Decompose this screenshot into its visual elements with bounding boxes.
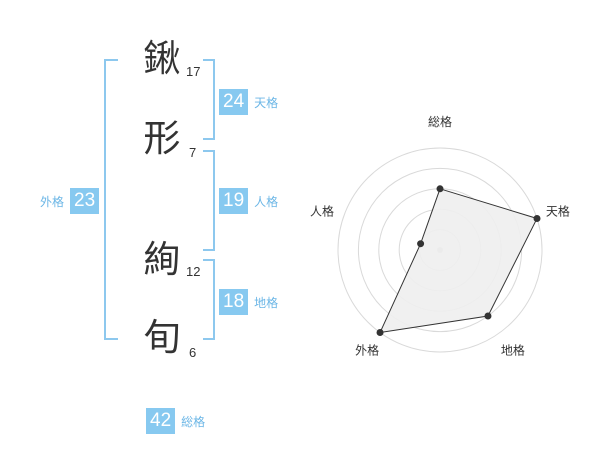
radar-axis-label-3: 外格	[355, 342, 379, 357]
radar-axis-label-2: 地格	[501, 342, 525, 357]
kanji-3: 絢	[143, 238, 181, 281]
chikaku-label: 地格	[254, 295, 279, 310]
kanji-1: 鍬	[143, 37, 181, 80]
gaikaku-bracket	[104, 59, 118, 340]
chikaku-bracket	[203, 259, 215, 340]
tenkaku-score: 24 天格	[219, 89, 278, 115]
stroke-count-1: 17	[186, 64, 201, 79]
chikaku-score: 18 地格	[219, 289, 278, 315]
kanji-2: 形	[143, 117, 181, 160]
stroke-count-2: 7	[189, 145, 197, 160]
chikaku-value: 18	[219, 289, 249, 315]
stroke-count-3: 12	[186, 264, 201, 279]
jinkaku-label: 人格	[254, 194, 279, 209]
radar-point-4	[417, 240, 425, 248]
gaikaku-score: 外格 23	[40, 188, 100, 214]
radar-axis-label-4: 人格	[310, 204, 334, 219]
tenkaku-value: 24	[219, 89, 249, 115]
soukaku-label: 総格	[181, 414, 206, 429]
tenkaku-bracket	[203, 59, 215, 140]
jinkaku-value: 19	[219, 188, 249, 214]
gaikaku-label: 外格	[40, 194, 65, 209]
gaikaku-value: 23	[70, 188, 100, 214]
radar-area	[379, 188, 538, 334]
tenkaku-label: 天格	[254, 95, 279, 110]
radar-axis-label-1: 天格	[546, 204, 570, 219]
radar-ring-5	[337, 147, 543, 353]
soukaku-score: 42 総格	[146, 408, 205, 434]
jinkaku-score: 19 人格	[219, 188, 278, 214]
soukaku-value: 42	[146, 408, 176, 434]
jinkaku-bracket	[203, 150, 215, 251]
radar-point-3	[376, 329, 384, 337]
kanji-4: 旬	[143, 316, 181, 359]
radar-points	[376, 185, 541, 337]
radar-axis-label-0: 総格	[428, 114, 452, 129]
radar-point-2	[484, 312, 492, 320]
radar-point-0	[436, 185, 444, 193]
radar-point-1	[533, 214, 541, 222]
stroke-count-4: 6	[189, 345, 197, 360]
